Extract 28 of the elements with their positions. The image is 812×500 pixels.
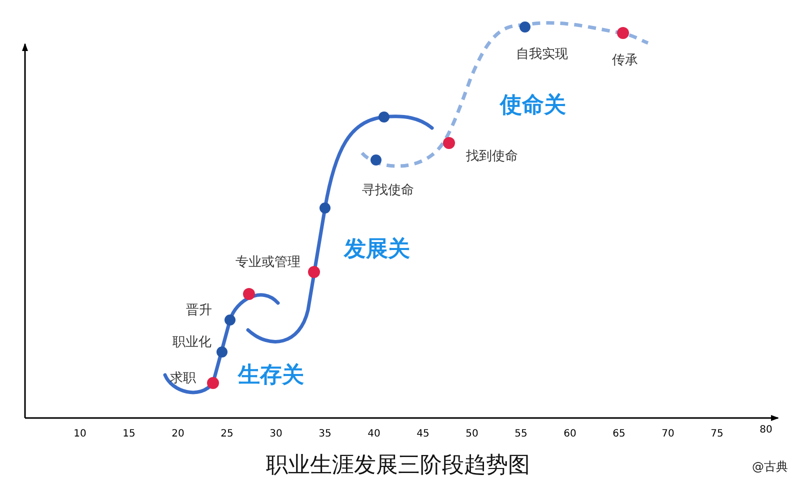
tick-label: 50 xyxy=(466,428,478,440)
tick-label: 15 xyxy=(122,428,136,440)
tick-label: 30 xyxy=(270,428,282,440)
tick-label: 80 xyxy=(760,424,772,436)
tick-label: 20 xyxy=(172,428,184,440)
tick-label: 55 xyxy=(514,428,528,440)
stage-label: 使命关 xyxy=(500,94,566,118)
tick-label: 65 xyxy=(612,428,626,440)
point-label: 晋升 xyxy=(186,304,212,318)
stage-label: 生存关 xyxy=(238,364,304,388)
stage-label: 发展关 xyxy=(344,238,410,262)
tick-label: 40 xyxy=(368,428,380,440)
point-label: 找到使命 xyxy=(466,150,518,164)
point-label: 专业或管理 xyxy=(236,256,300,270)
point-label: 寻找使命 xyxy=(362,184,414,198)
point-label: 求职 xyxy=(170,372,196,386)
point-label: 传承 xyxy=(612,54,638,68)
tick-label: 60 xyxy=(564,428,576,440)
tick-label: 75 xyxy=(710,428,724,440)
tick-label: 25 xyxy=(220,428,234,440)
credit-text: @古典 xyxy=(752,460,788,474)
tick-label: 45 xyxy=(416,428,430,440)
point-label: 自我实现 xyxy=(516,48,568,62)
tick-label: 35 xyxy=(318,428,332,440)
chart-title: 职业生涯发展三阶段趋势图 xyxy=(266,454,530,478)
point-label: 职业化 xyxy=(172,336,212,350)
tick-label: 70 xyxy=(662,428,674,440)
tick-label: 10 xyxy=(74,428,86,440)
